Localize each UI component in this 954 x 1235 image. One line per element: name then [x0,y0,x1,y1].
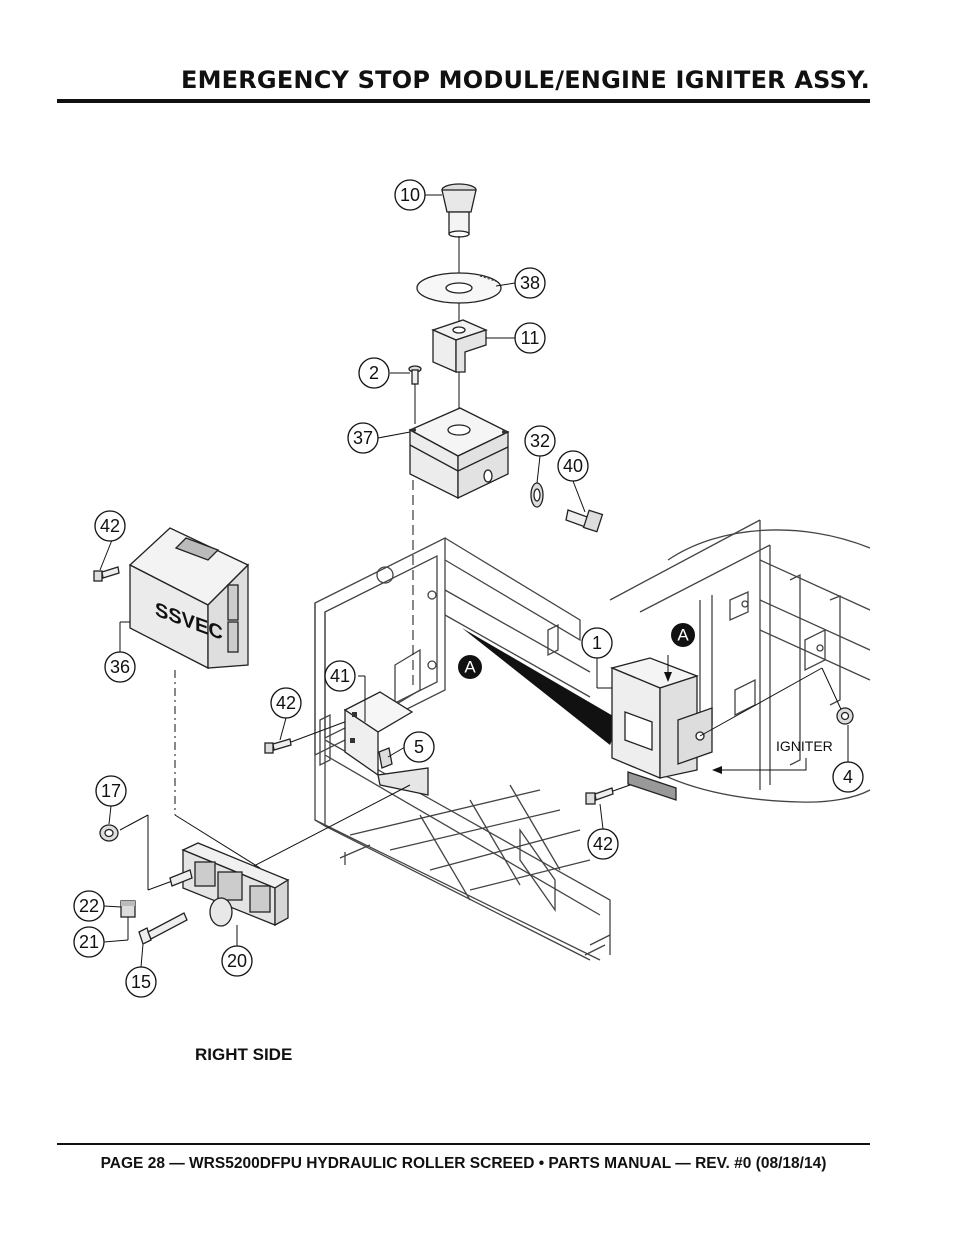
hex-nut [99,824,119,842]
bolt-15 [138,912,188,945]
callout-21: 21 [73,926,105,958]
callout-leaders [99,194,604,968]
detail-wedge [462,628,620,745]
callout-5: 5 [403,731,435,763]
callout-38: 38 [514,267,546,299]
button-bracket [431,319,488,373]
svg-text:36: 36 [110,657,130,677]
callout-17: 17 [95,775,127,807]
callout-22: 22 [73,890,105,922]
view-caption: RIGHT SIDE [195,1045,293,1064]
callout-2: 2 [358,357,390,389]
svg-text:21: 21 [79,932,99,952]
svg-text:4: 4 [843,767,853,787]
callout-32: 32 [524,425,556,457]
svg-text:42: 42 [100,516,120,536]
bolt-middle [264,738,292,754]
svg-text:42: 42 [276,693,296,713]
callout-4: 4 [832,761,864,793]
lock-nut [530,482,544,508]
svg-text:40: 40 [563,456,583,476]
control-box [408,407,510,500]
engine-igniter [609,657,713,801]
bolt-igniter [585,787,614,805]
callout-11: 11 [514,322,546,354]
callout-20: 20 [221,945,253,977]
svg-text:11: 11 [521,328,540,348]
svg-text:1: 1 [592,633,602,653]
callout-15: 15 [125,966,157,998]
legend-plate [416,272,502,304]
emergency-stop-button [441,183,477,238]
svg-text:38: 38 [520,273,540,293]
svg-text:A: A [464,658,476,677]
svg-text:22: 22 [79,896,99,916]
page-title: EMERGENCY STOP MODULE/ENGINE IGNITER ASS… [180,66,870,94]
title-rule [57,99,870,103]
svg-text:32: 32 [530,431,550,451]
callout-42-top: 42 [94,510,126,542]
wire-clip [378,747,393,769]
footer-rule [57,1143,870,1145]
callout-40: 40 [557,450,589,482]
callout-10: 10 [394,179,426,211]
igniter-label: IGNITER [776,738,833,754]
callout-41: 41 [324,660,356,692]
svg-text:15: 15 [131,972,151,992]
svg-text:20: 20 [227,951,247,971]
ssvec-module [128,527,250,670]
connector-housing [181,842,290,927]
svg-text:42: 42 [593,834,613,854]
detail-a-marker-frame: A [458,655,482,679]
mounting-plate [343,691,429,796]
svg-text:37: 37 [353,428,373,448]
mounting-screw [408,365,422,385]
callout-36: 36 [104,651,136,683]
bolt-top-left [93,566,120,582]
fuse-block [120,900,136,918]
callout-42-middle: 42 [270,687,302,719]
svg-text:5: 5 [414,737,424,757]
svg-text:17: 17 [101,781,121,801]
page-footer: PAGE 28 — WRS5200DFPU HYDRAULIC ROLLER S… [100,1155,827,1172]
svg-text:2: 2 [369,363,379,383]
cable-fitting [565,509,604,533]
nut-4 [836,707,854,725]
detail-a-marker-inset: A [671,623,695,647]
svg-text:A: A [677,626,689,645]
callout-42-igniter: 42 [587,828,619,860]
callout-1: 1 [581,627,613,659]
svg-text:41: 41 [330,666,350,686]
stud-bolt [169,869,193,887]
machine-frame [314,536,611,961]
svg-text:10: 10 [400,185,420,205]
callout-37: 37 [347,422,379,454]
